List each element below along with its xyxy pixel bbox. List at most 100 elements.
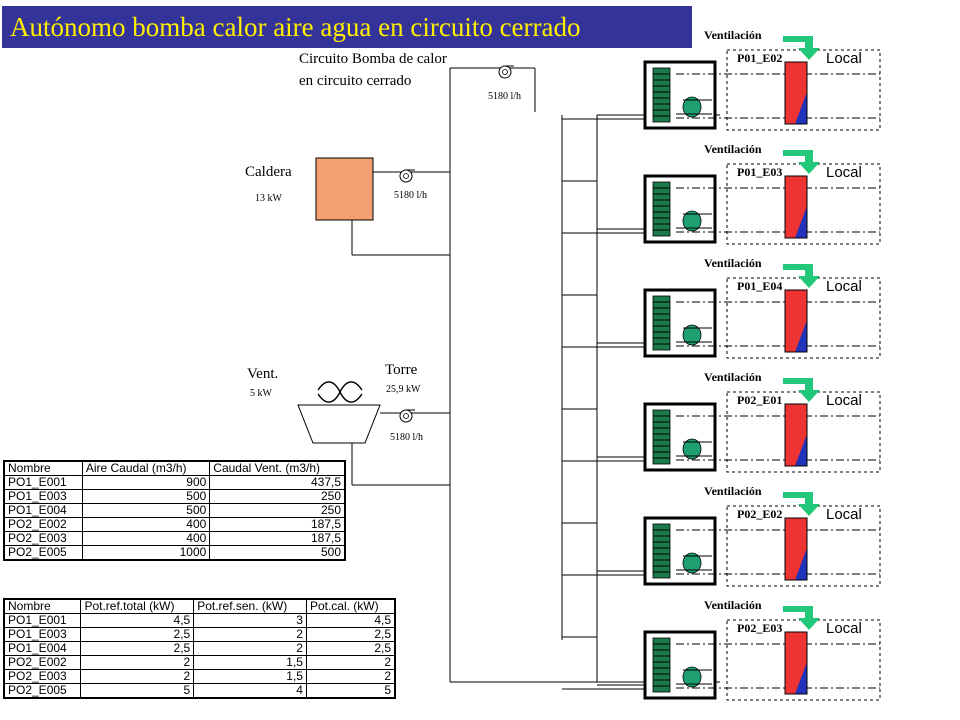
main-pump-icon-inner <box>502 69 508 75</box>
tower-pump-icon-inner <box>403 413 409 419</box>
unit-4-coil <box>652 409 671 465</box>
unit-5-terminal-frame <box>784 517 808 581</box>
unit-4-terminal-frame <box>784 403 808 467</box>
unit-6-local-label: Local <box>826 620 862 637</box>
unit-1-unit-name: P01_E02 <box>737 51 783 65</box>
unit-4-ventilation-label: Ventilación <box>704 370 762 384</box>
cell: 500 <box>81 489 211 504</box>
unit-2-terminal-hot <box>785 176 807 238</box>
unit-6-terminal-hot <box>785 632 807 694</box>
cell: 2 <box>80 669 195 684</box>
title-banner: Autónomo bomba calor aire agua en circui… <box>2 6 692 48</box>
cell: PO2_E005 <box>3 683 82 699</box>
unit-6-ventilation-arrow-icon <box>783 606 820 630</box>
unit-6-local-box <box>726 619 881 701</box>
boiler-pump-icon-inner <box>403 173 409 179</box>
unit-4-local-box <box>726 391 881 473</box>
page-title: Autónomo bomba calor aire agua en circui… <box>10 12 581 42</box>
boiler-power: 13 kW <box>255 193 282 204</box>
cell: PO2_E002 <box>3 655 82 670</box>
cell: 500 <box>81 503 211 518</box>
airflow-header-air: Aire Caudal (m3/h) <box>81 460 211 476</box>
cell: 500 <box>209 545 346 561</box>
cell: PO1_E004 <box>3 503 83 518</box>
unit-4-unit-name: P02_E01 <box>737 393 783 407</box>
flow-label-main: 5180 l/h <box>488 91 522 102</box>
unit-2-local-label: Local <box>826 164 862 181</box>
unit-6-compressor <box>682 666 702 688</box>
airflow-header-vent: Caudal Vent. (m3/h) <box>209 460 346 476</box>
unit-2-compressor <box>682 210 702 232</box>
cell: 2,5 <box>80 627 195 642</box>
cell: 2 <box>193 641 307 656</box>
cell: 4,5 <box>80 613 195 628</box>
cell: 187,5 <box>209 531 346 546</box>
cell: 2 <box>305 669 396 684</box>
unit-2-coil <box>652 181 671 237</box>
unit-3-local-label: Local <box>826 278 862 295</box>
power-header-sens: Pot.ref.sen. (kW) <box>193 598 307 614</box>
unit-2-terminal-frame <box>784 175 808 239</box>
boiler-pump-icon <box>399 169 413 183</box>
airflow-table: Nombre Aire Caudal (m3/h) Caudal Vent. (… <box>3 460 346 561</box>
unit-2-ventilation-label: Ventilación <box>704 142 762 156</box>
unit-3-unit-name: P01_E04 <box>737 279 783 293</box>
unit-4-local-label: Local <box>826 392 862 409</box>
unit-3-terminal-hot <box>785 290 807 352</box>
cell: PO2_E002 <box>3 517 83 532</box>
unit-6-terminal-frame <box>784 631 808 695</box>
cell: 2,5 <box>305 627 396 642</box>
cell: 437,5 <box>209 475 346 490</box>
unit-3-ventilation-arrow-icon <box>783 264 820 288</box>
unit-1-local-label: Local <box>826 50 862 67</box>
power-header-total: Pot.ref.total (kW) <box>80 598 195 614</box>
power-header-heat: Pot.cal. (kW) <box>305 598 396 614</box>
unit-5-unit-name: P02_E02 <box>737 507 783 521</box>
cell: 4 <box>193 683 307 699</box>
tower-basin <box>297 404 381 444</box>
cell: 5 <box>305 683 396 699</box>
unit-2-ventilation-arrow-icon <box>783 150 820 174</box>
cell: 400 <box>81 531 211 546</box>
unit-6-ventilation-label: Ventilación <box>704 598 762 612</box>
cell: 2 <box>80 655 195 670</box>
tower-power: 25,9 kW <box>386 384 421 395</box>
airflow-header-name: Nombre <box>3 460 83 476</box>
unit-6-coil <box>652 637 671 693</box>
unit-4-compressor <box>682 438 702 460</box>
cell: 2 <box>305 655 396 670</box>
unit-4-terminal-hot <box>785 404 807 466</box>
tower-pump-icon <box>399 409 413 423</box>
flow-label-boiler: 5180 l/h <box>394 190 428 201</box>
unit-1-terminal-frame <box>784 61 808 125</box>
cell: 250 <box>209 489 346 504</box>
unit-5-compressor <box>682 552 702 574</box>
cell: PO2_E005 <box>3 545 83 561</box>
cell: 1000 <box>81 545 211 561</box>
cell: 1,5 <box>193 655 307 670</box>
unit-5-ventilation-label: Ventilación <box>704 484 762 498</box>
cell: 4,5 <box>305 613 396 628</box>
unit-1-compressor <box>682 96 702 118</box>
unit-5-coil <box>652 523 671 579</box>
unit-3-compressor <box>682 324 702 346</box>
tower-label: Torre <box>385 362 418 378</box>
boiler-label: Caldera <box>245 164 292 180</box>
flow-label-tower: 5180 l/h <box>390 432 424 443</box>
unit-1-terminal-hot <box>785 62 807 124</box>
cell: PO2_E003 <box>3 531 83 546</box>
cell: PO1_E004 <box>3 641 82 656</box>
cell: 2,5 <box>80 641 195 656</box>
unit-2-local-box <box>726 163 881 245</box>
unit-5-ventilation-arrow-icon <box>783 492 820 516</box>
